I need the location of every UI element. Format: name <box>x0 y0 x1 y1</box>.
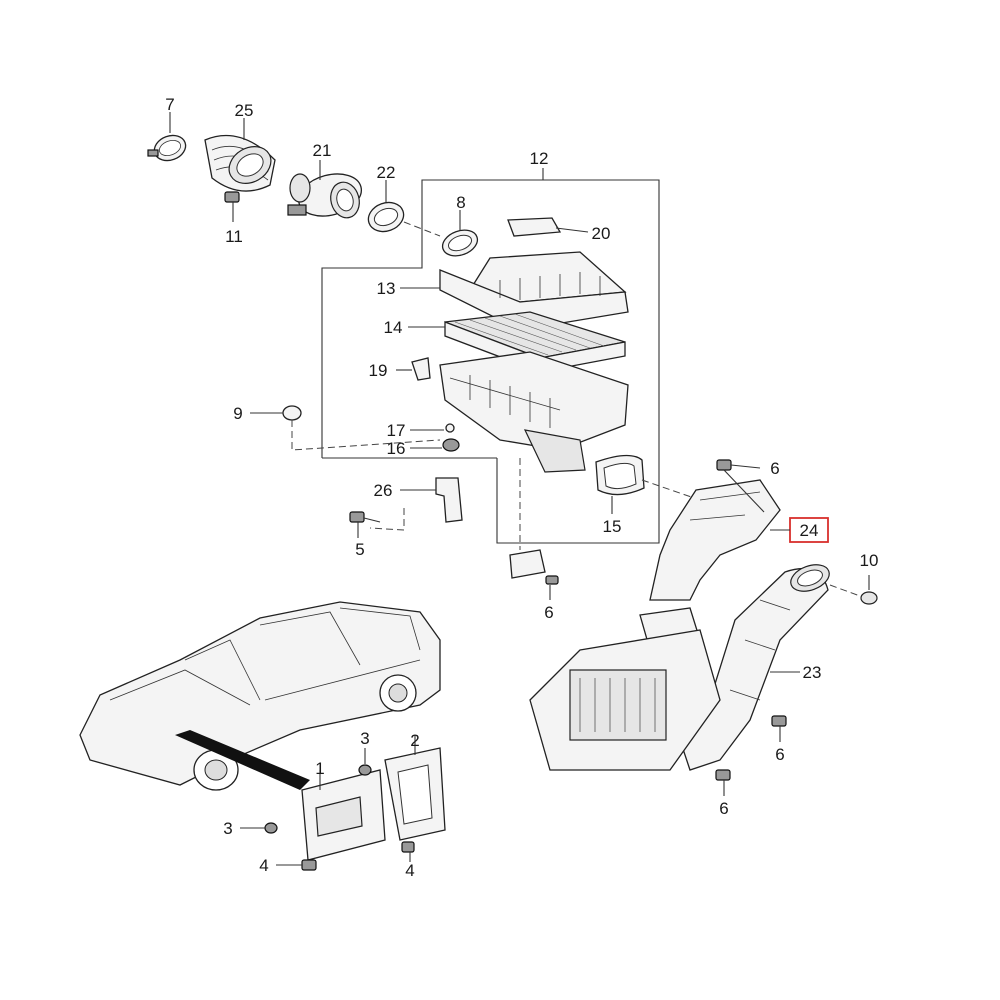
callout-9: 9 <box>233 404 242 423</box>
ecu-bracket-2 <box>384 735 446 841</box>
bolt-6-right-upper <box>771 715 787 742</box>
clip-19 <box>396 357 431 381</box>
callout-8: 8 <box>456 193 465 212</box>
bolt-5 <box>349 511 381 538</box>
callout-20: 20 <box>592 224 611 243</box>
nut-3-upper <box>358 748 372 776</box>
callout-25: 25 <box>235 101 254 120</box>
highlight-box-24 <box>770 517 829 543</box>
assembly-bracket-12 <box>321 168 660 544</box>
callout-19: 19 <box>369 361 388 380</box>
callout-5: 5 <box>355 540 364 559</box>
callout-26: 26 <box>374 481 393 500</box>
callout-7: 7 <box>165 95 174 114</box>
callout-4-right: 4 <box>405 861 414 880</box>
air-flow-sensor-21 <box>287 160 362 219</box>
clamp-7 <box>147 112 187 162</box>
bushing-16 <box>410 438 460 452</box>
callout-15: 15 <box>603 517 622 536</box>
callout-6-bottom: 6 <box>719 799 728 818</box>
resonator-box <box>529 607 721 771</box>
air-cleaner-body <box>439 351 629 473</box>
callout-6-right: 6 <box>775 745 784 764</box>
callout-4-left: 4 <box>259 856 268 875</box>
bolt-4-right <box>401 841 415 862</box>
callout-22: 22 <box>377 163 396 182</box>
callout-14: 14 <box>384 318 403 337</box>
duct-seal-15 <box>595 454 701 514</box>
callout-17: 17 <box>387 421 406 440</box>
callout-13: 13 <box>377 279 396 298</box>
callout-16: 16 <box>387 439 406 458</box>
nut-9 <box>250 405 441 451</box>
vehicle-illustration <box>79 601 441 791</box>
callout-23: 23 <box>803 663 822 682</box>
callout-6-top: 6 <box>770 459 779 478</box>
screw-11 <box>224 191 240 222</box>
intake-hose-25 <box>204 118 276 192</box>
callout-3-lower: 3 <box>223 819 232 838</box>
bracket-26 <box>369 477 463 531</box>
callout-2: 2 <box>410 731 419 750</box>
callout-3-upper: 3 <box>360 729 369 748</box>
callout-10: 10 <box>860 551 879 570</box>
bolt-6-right-lower <box>715 769 731 796</box>
callout-12: 12 <box>530 149 549 168</box>
bracket-mount <box>509 458 559 600</box>
callout-labels: 7 25 21 22 12 8 11 20 13 14 19 9 17 16 2… <box>165 95 878 880</box>
gasket-22 <box>367 180 441 237</box>
grommet-17 <box>410 423 455 433</box>
nut-10 <box>829 575 878 605</box>
callout-6-bracket: 6 <box>544 603 553 622</box>
callout-21: 21 <box>313 141 332 160</box>
clamp-8 <box>441 210 479 257</box>
air-cleaner-cover-13 <box>400 251 629 331</box>
callout-24: 24 <box>800 521 819 540</box>
callout-1: 1 <box>315 759 324 778</box>
label-20 <box>507 217 589 237</box>
callout-11: 11 <box>225 227 243 246</box>
resonator-duct-24 <box>649 459 781 601</box>
bolt-4-left <box>276 859 317 871</box>
ecu-module-1 <box>301 769 386 861</box>
nut-3-lower <box>240 822 278 834</box>
